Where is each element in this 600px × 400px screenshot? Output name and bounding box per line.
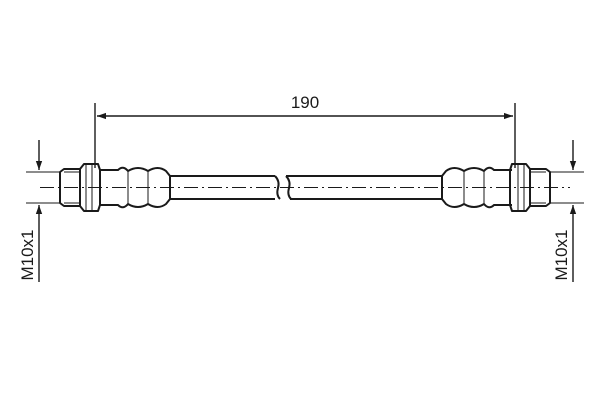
left-thread-dimension: M10x1 xyxy=(18,140,60,282)
right-thread-label: M10x1 xyxy=(552,229,571,280)
left-thread-label: M10x1 xyxy=(18,229,37,280)
length-dimension-label: 190 xyxy=(291,93,319,112)
length-dimension: 190 xyxy=(94,93,516,168)
right-thread-dimension: M10x1 xyxy=(550,140,584,282)
hose-body-left xyxy=(170,175,281,200)
